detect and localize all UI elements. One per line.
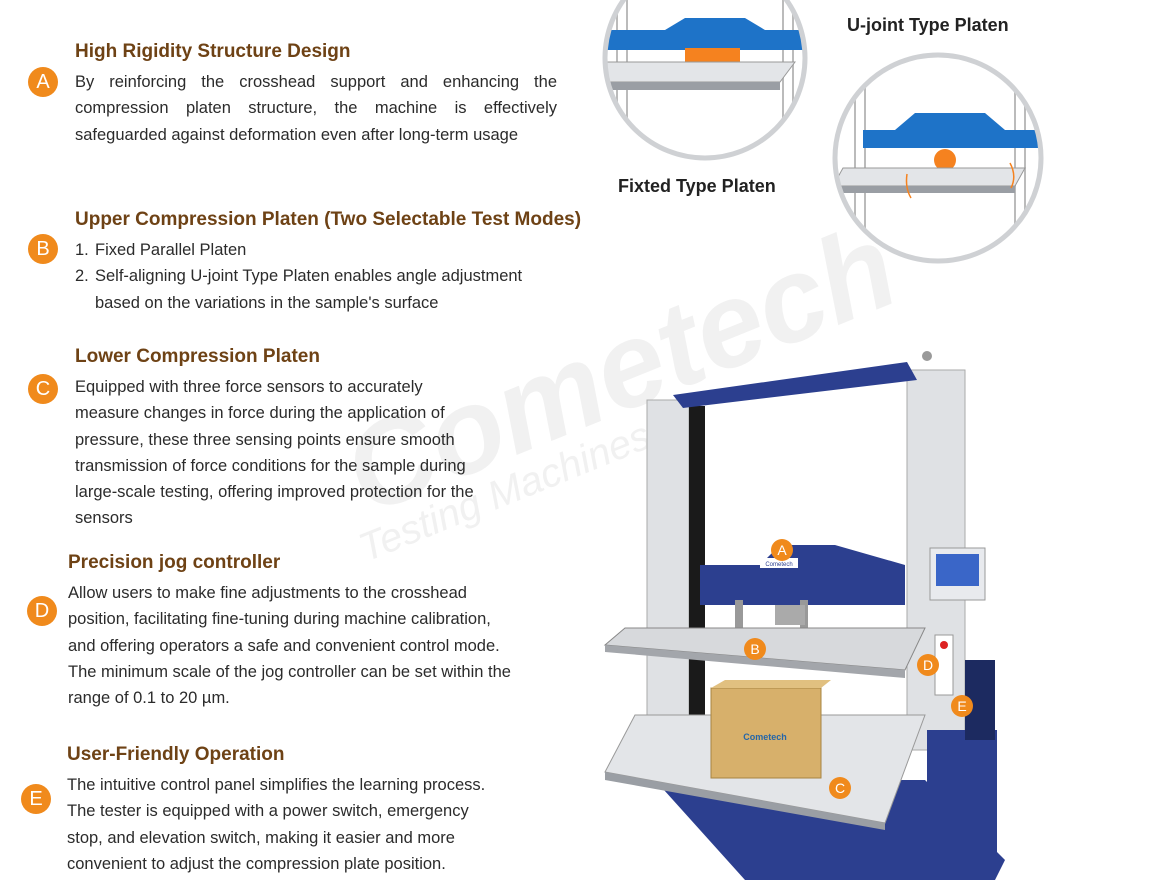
- section-title: High Rigidity Structure Design: [75, 41, 351, 62]
- section-body-line: position, facilitating fine-tuning durin…: [68, 610, 491, 629]
- section-body-line: transmission of force conditions for the…: [75, 456, 466, 475]
- section-body-line: stop, and elevation switch, making it ea…: [67, 828, 455, 847]
- marker-a: A: [777, 542, 787, 558]
- list-item: 2. Self-aligning U-joint Type Platen enab…: [75, 263, 581, 289]
- ujoint-platen-diagram: [832, 52, 1044, 264]
- box-logo: Cometech: [743, 732, 787, 742]
- badge-c: C: [28, 374, 58, 404]
- marker-d: D: [923, 657, 933, 673]
- section-body: By reinforcing the crosshead support and…: [75, 73, 557, 144]
- section-title: User-Friendly Operation: [67, 744, 285, 765]
- section-jog-controller: Precision jog controller Allow users to …: [68, 552, 511, 711]
- section-body-line: measure changes in force during the appl…: [75, 404, 445, 423]
- badge-d: D: [27, 596, 57, 626]
- section-body-line: large-scale testing, offering improved p…: [75, 483, 474, 502]
- compression-tester-machine: Cometech Cometech A B C D E: [603, 351, 1005, 880]
- badge-e: E: [21, 784, 51, 814]
- section-upper-platen: Upper Compression Platen (Two Selectable…: [75, 209, 581, 316]
- list-text: Fixed Parallel Platen: [95, 241, 247, 259]
- section-body-line: and offering operators a safe and conven…: [68, 636, 500, 655]
- fixed-platen-diagram: [602, 0, 808, 161]
- marker-c: C: [835, 780, 845, 796]
- list-number: 2.: [75, 267, 89, 286]
- section-body-line: convenient to adjust the compression pla…: [67, 854, 446, 873]
- section-body-line: The tester is equipped with a power swit…: [67, 802, 469, 821]
- section-user-friendly: User-Friendly Operation The intuitive co…: [67, 744, 485, 877]
- section-title: Upper Compression Platen (Two Selectable…: [75, 209, 582, 230]
- ujoint-type-label: U-joint Type Platen: [847, 15, 1009, 35]
- test-modes-list: 1. Fixed Parallel Platen 2. Self-aligning …: [75, 237, 581, 316]
- section-body-line: pressure, these three sensing points ens…: [75, 430, 455, 449]
- list-number: 1.: [75, 241, 89, 259]
- list-item: 1. Fixed Parallel Platen: [75, 237, 581, 263]
- badge-b: B: [28, 234, 58, 264]
- list-item-continuation: based on the variations in the sample's …: [95, 293, 439, 312]
- section-body-line: The minimum scale of the jog controller …: [68, 662, 511, 681]
- crosshead-logo: Cometech: [765, 562, 792, 568]
- list-text: Self-aligning U-joint Type Platen enable…: [95, 267, 523, 286]
- section-body-line: The intuitive control panel simplifies t…: [67, 776, 486, 794]
- section-title: Precision jog controller: [68, 552, 281, 573]
- section-body-line: range of 0.1 to 20 µm.: [68, 689, 230, 708]
- section-body-line: sensors: [75, 509, 133, 528]
- section-body-line: Equipped with three force sensors to acc…: [75, 378, 423, 396]
- section-high-rigidity: High Rigidity Structure Design By reinfo…: [75, 41, 557, 148]
- section-body-line: Allow users to make fine adjustments to …: [68, 584, 467, 602]
- marker-e: E: [957, 698, 966, 714]
- marker-b: B: [750, 641, 759, 657]
- badge-a: A: [28, 67, 58, 97]
- section-title: Lower Compression Platen: [75, 346, 320, 367]
- section-lower-platen: Lower Compression Platen Equipped with t…: [75, 346, 474, 532]
- fixed-type-label: Fixted Type Platen: [618, 176, 776, 196]
